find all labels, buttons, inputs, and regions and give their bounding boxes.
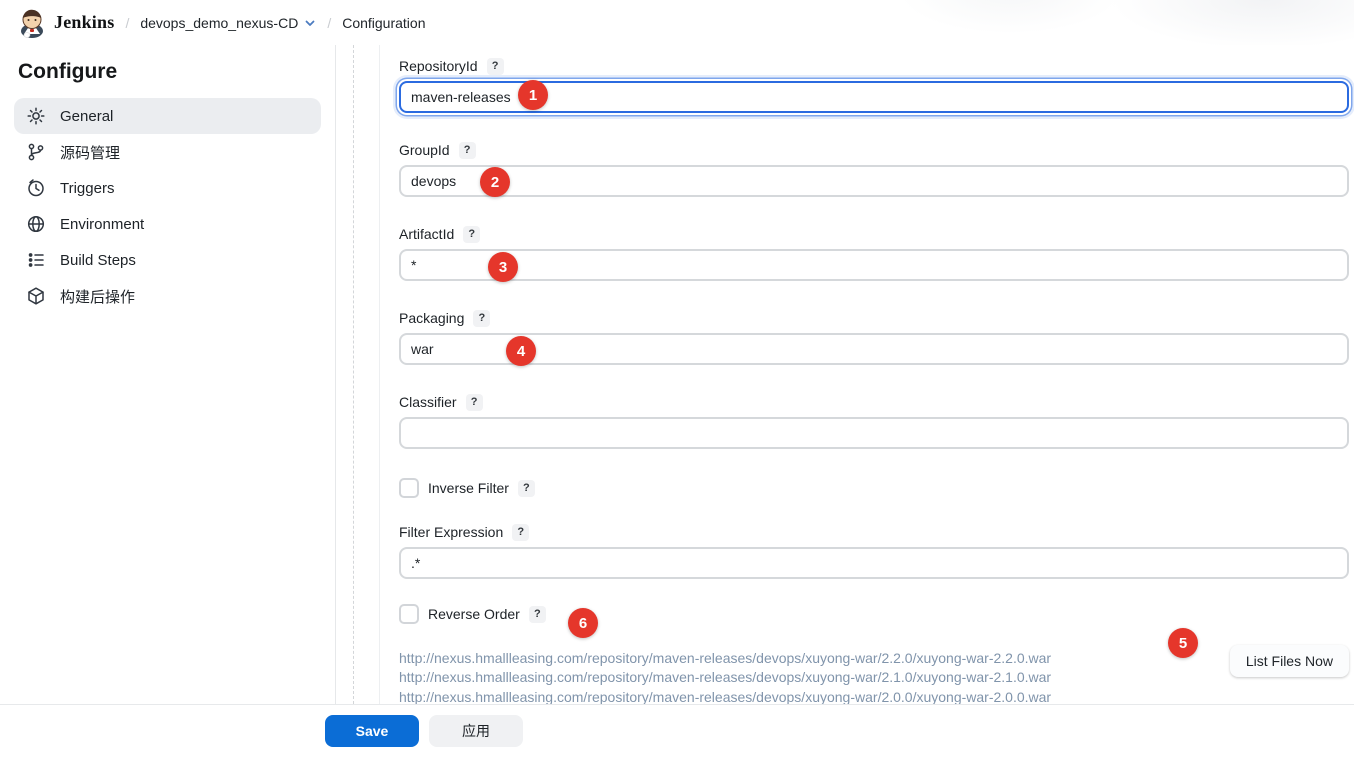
sidebar-item-label: 构建后操作 (60, 288, 136, 306)
sidebar-item-label: Build Steps (60, 251, 136, 269)
help-button[interactable]: ? (458, 141, 476, 159)
field-row-artifactid: ArtifactId ? (399, 224, 1349, 281)
classifier-input[interactable] (399, 417, 1349, 449)
help-button[interactable]: ? (473, 309, 491, 327)
field-label-classifier: Classifier (399, 394, 457, 410)
sidebar-title: Configure (18, 60, 118, 83)
sidebar-item-build-steps[interactable]: Build Steps (14, 242, 321, 278)
list-icon (28, 253, 44, 267)
field-label-artifactid: ArtifactId (399, 226, 455, 242)
field-row-classifier: Classifier ? (399, 392, 1349, 449)
save-button[interactable]: Save (325, 715, 419, 747)
help-button[interactable]: ? (463, 225, 481, 243)
clock-icon (28, 179, 44, 197)
config-sidebar: Configure General 源码管理 Triggers (0, 45, 335, 314)
configuration-form: RepositoryId ? GroupId ? ArtifactId ? Pa… (399, 45, 1349, 707)
sidebar-item-environment[interactable]: Environment (14, 206, 321, 242)
annotation-badge-3: 3 (488, 252, 518, 282)
field-label-packaging: Packaging (399, 310, 465, 326)
breadcrumb-page-label: Configuration (342, 14, 426, 31)
annotation-badge-4: 4 (506, 336, 536, 366)
field-label-filter-expression: Filter Expression (399, 524, 504, 540)
inverse-filter-row: Inverse Filter ? (399, 476, 1349, 500)
breadcrumb-separator: / (125, 14, 130, 31)
breadcrumb-separator: / (327, 14, 332, 31)
annotation-badge-5: 5 (1168, 628, 1198, 658)
breadcrumb-page[interactable]: Configuration (342, 15, 425, 31)
field-row-packaging: Packaging ? (399, 308, 1349, 365)
sidebar-menu: General 源码管理 Triggers Environment (0, 98, 335, 314)
globe-icon (27, 215, 45, 233)
section-indent-dashed-line (353, 45, 354, 704)
gear-icon (27, 107, 45, 125)
breadcrumb-job-label: devops_demo_nexus-CD (140, 14, 299, 31)
jenkins-logo-icon[interactable] (18, 8, 46, 38)
branch-icon (28, 143, 44, 161)
sidebar-item-post-build-actions[interactable]: 构建后操作 (14, 278, 321, 314)
package-icon (28, 287, 44, 305)
brand-title[interactable]: Jenkins (54, 12, 115, 32)
sidebar-item-label: General (60, 107, 114, 125)
top-navbar: Jenkins / devops_demo_nexus-CD / Configu… (0, 0, 1354, 45)
field-label-groupid: GroupId (399, 142, 450, 158)
artifact-link[interactable]: http://nexus.hmallleasing.com/repository… (399, 650, 1052, 666)
reverse-order-row: Reverse Order ? (399, 602, 1349, 626)
artifact-url-list: http://nexus.hmallleasing.com/repository… (399, 649, 1349, 707)
sidebar-divider (335, 45, 336, 704)
sidebar-item-triggers[interactable]: Triggers (14, 170, 321, 206)
sidebar-item-source-management[interactable]: 源码管理 (14, 134, 321, 170)
sidebar-item-label: 源码管理 (60, 144, 121, 162)
reverse-order-checkbox[interactable] (399, 604, 419, 624)
packaging-input[interactable] (399, 333, 1349, 365)
sidebar-item-label: Triggers (60, 179, 115, 197)
field-row-groupid: GroupId ? (399, 140, 1349, 197)
help-button[interactable]: ? (528, 605, 546, 623)
artifactid-input[interactable] (399, 249, 1349, 281)
field-label-repositoryid: RepositoryId (399, 58, 478, 74)
chevron-down-icon[interactable] (304, 17, 316, 29)
inverse-filter-checkbox[interactable] (399, 478, 419, 498)
sidebar-item-general[interactable]: General (14, 98, 321, 134)
section-indent-line (379, 45, 380, 704)
repositoryid-input[interactable] (399, 81, 1349, 113)
annotation-badge-6: 6 (568, 608, 598, 638)
help-button[interactable]: ? (465, 393, 483, 411)
apply-button[interactable]: 应用 (429, 715, 523, 747)
field-row-repositoryid: RepositoryId ? (399, 56, 1349, 113)
annotation-badge-1: 1 (518, 80, 548, 110)
list-files-now-button[interactable]: List Files Now (1229, 645, 1349, 677)
field-row-filter-expression: Filter Expression ? (399, 522, 1349, 579)
bottom-app-bar: Save 应用 (0, 704, 1354, 757)
help-button[interactable]: ? (486, 57, 504, 75)
help-button[interactable]: ? (512, 523, 530, 541)
inverse-filter-label: Inverse Filter (428, 480, 509, 496)
artifact-link[interactable]: http://nexus.hmallleasing.com/repository… (399, 669, 1052, 686)
reverse-order-label: Reverse Order (428, 606, 520, 622)
breadcrumb-job[interactable]: devops_demo_nexus-CD (140, 15, 316, 31)
artifact-link[interactable]: http://nexus.hmallleasing.com/repository… (399, 688, 1052, 705)
help-button[interactable]: ? (517, 479, 535, 497)
sidebar-item-label: Environment (60, 215, 145, 233)
groupid-input[interactable] (399, 165, 1349, 197)
filter-expression-input[interactable] (399, 547, 1349, 579)
annotation-badge-2: 2 (480, 167, 510, 197)
